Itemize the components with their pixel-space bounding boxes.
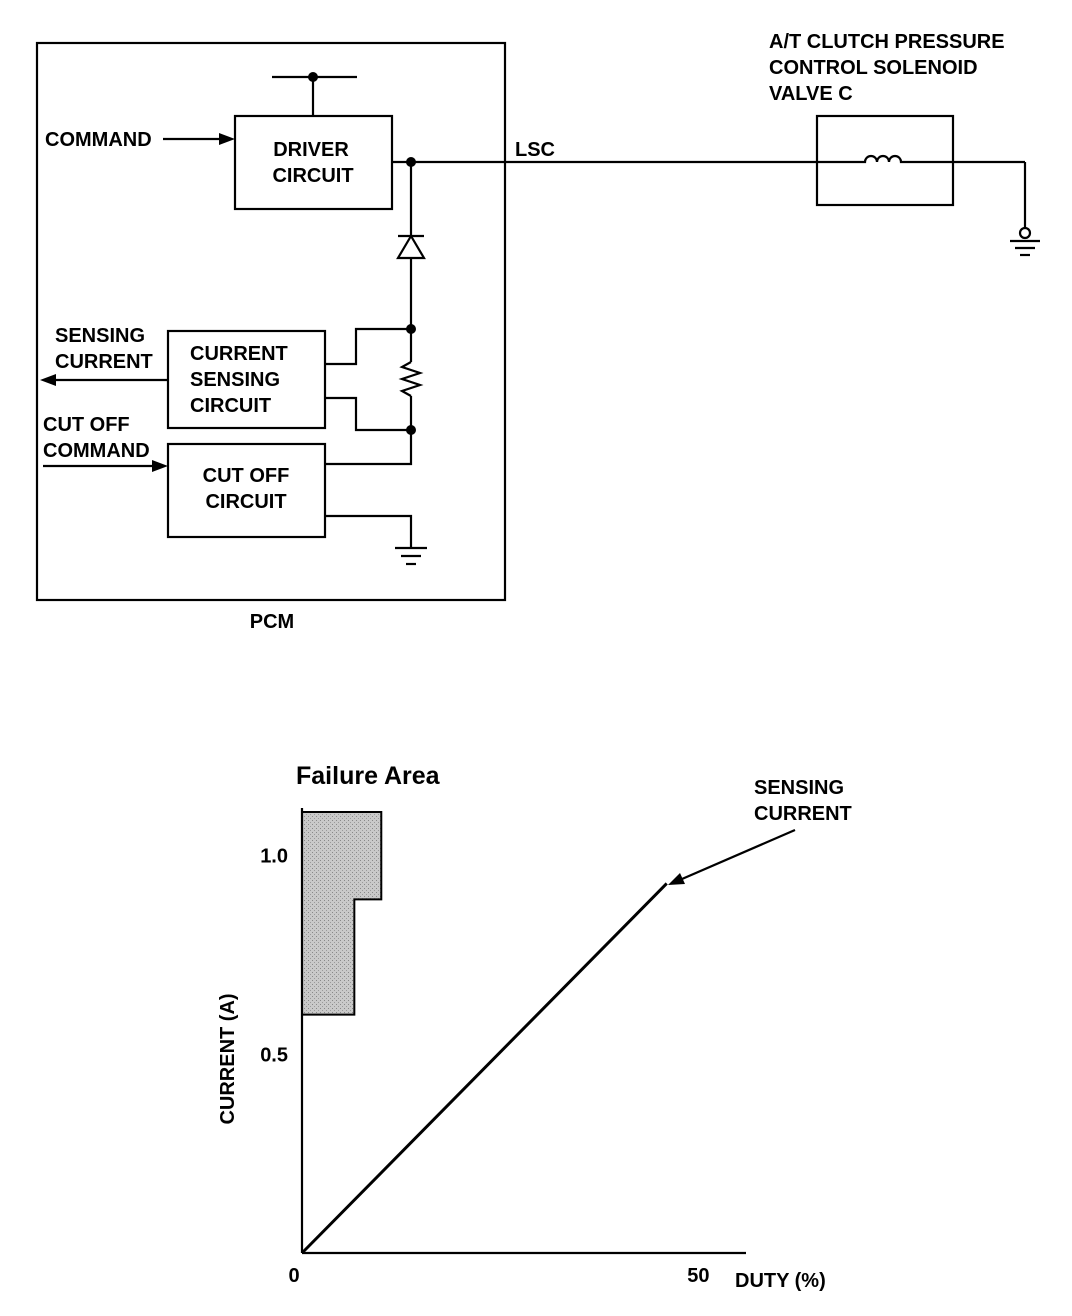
current-sensing-circuit-box	[166, 329, 327, 430]
cut-off-circuit-box	[166, 442, 327, 539]
sensing-current-out-label-2: CURRENT	[55, 351, 153, 373]
annotation-pointer-arrowhead	[668, 873, 685, 885]
command-label: COMMAND	[45, 129, 152, 151]
sensing-current-annotation-2: CURRENT	[754, 803, 852, 825]
supply-junction-dot	[308, 72, 318, 82]
failure-area-polygon	[301, 810, 383, 1016]
sensing-current-out-arrowhead	[40, 374, 56, 386]
cut-off-circuit-label-1: CUT OFF	[203, 465, 290, 487]
solenoid-title-1: A/T CLUTCH PRESSURE	[769, 31, 1005, 53]
x-tick-label-0: 0	[288, 1265, 299, 1287]
x-axis-label: DUTY (%)	[735, 1270, 826, 1292]
sense-wire-bottom	[325, 396, 411, 432]
solenoid-title-3: VALVE C	[769, 83, 853, 105]
solenoid-coil-icon	[817, 154, 953, 164]
cut-off-command-arrowhead	[152, 460, 168, 472]
solenoid-ground-terminal	[1018, 226, 1032, 240]
cut-off-command-label-2: COMMAND	[43, 440, 150, 462]
y-axis-label: CURRENT (A)	[217, 993, 239, 1124]
pcm-label: PCM	[250, 611, 294, 633]
solenoid-box	[815, 114, 955, 207]
current-sensing-label-1: CURRENT	[190, 343, 288, 365]
driver-circuit-box	[233, 114, 394, 211]
y-tick-label-1-0: 1.0	[260, 846, 288, 868]
solenoid-ground-icon	[1010, 239, 1040, 257]
sensing-current-out-label-1: SENSING	[55, 325, 145, 347]
resistor-icon	[398, 361, 424, 397]
solenoid-title-2: CONTROL SOLENOID	[769, 57, 978, 79]
sense-wire-top	[325, 327, 411, 366]
driver-circuit-label-2: CIRCUIT	[272, 165, 353, 187]
driver-circuit-label-1: DRIVER	[273, 139, 349, 161]
command-arrowhead	[219, 133, 235, 145]
sensing-current-annotation-1: SENSING	[754, 777, 844, 799]
cut-off-wire-top	[325, 430, 413, 466]
cut-off-wire-ground	[325, 514, 413, 548]
x-tick-label-50: 50	[687, 1265, 709, 1287]
current-sensing-label-3: CIRCUIT	[190, 395, 271, 417]
y-tick-label-0-5: 0.5	[260, 1044, 288, 1066]
chart-title: Failure Area	[296, 762, 441, 790]
cut-off-command-label-1: CUT OFF	[43, 414, 130, 436]
duty-current-chart: Failure Area 1.0 0.5 0 50 DUTY (%) CURRE…	[217, 762, 852, 1292]
sensing-current-series-line	[300, 882, 668, 1255]
lsc-label: LSC	[515, 139, 555, 161]
annotation-pointer-line	[681, 828, 796, 881]
current-sensing-label-2: SENSING	[190, 369, 280, 391]
pcm-ground-icon	[395, 546, 427, 566]
cut-off-circuit-label-2: CIRCUIT	[205, 491, 286, 513]
schematic: PCM DRIVER CIRCUIT COMMAND LSC A/T CLUTC…	[35, 31, 1040, 633]
